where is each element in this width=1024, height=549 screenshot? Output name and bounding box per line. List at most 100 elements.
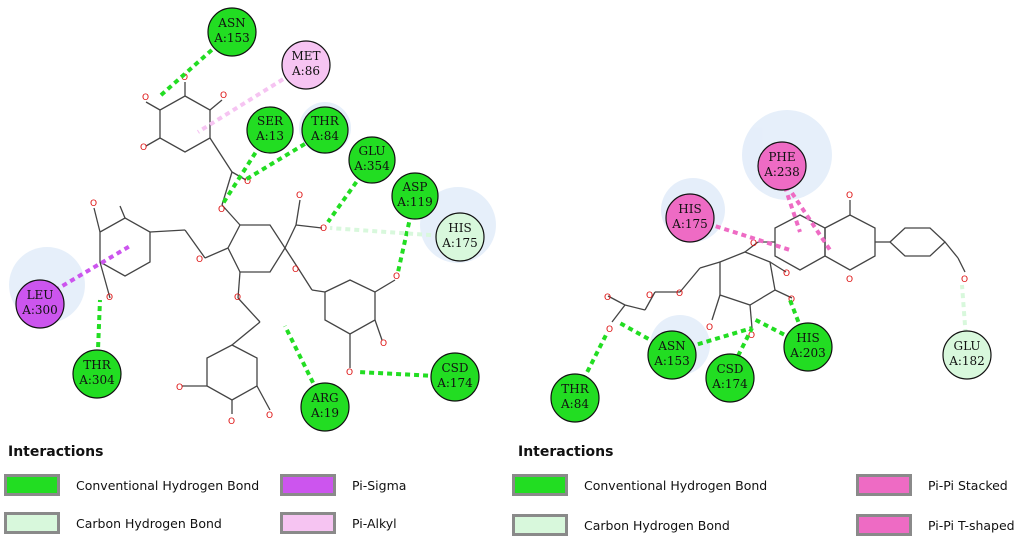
svg-text:O: O bbox=[176, 383, 183, 393]
svg-text:O: O bbox=[676, 289, 683, 299]
legend-swatch bbox=[4, 474, 60, 496]
legend-item-carbon-hbond: Carbon Hydrogen Bond bbox=[4, 508, 222, 538]
legend-item-pi-alkyl: Pi-Alkyl bbox=[280, 508, 397, 538]
svg-text:O: O bbox=[266, 411, 273, 421]
legend-swatch bbox=[512, 514, 568, 536]
residue-circle bbox=[72, 349, 122, 399]
right-residue-his-203: HIS A:203 bbox=[783, 322, 833, 372]
residue-chain: A:119 bbox=[396, 195, 433, 209]
left-residue-leu-300: LEU A:300 bbox=[15, 279, 65, 329]
residue-chain: A:19 bbox=[310, 406, 339, 420]
legend-label: Carbon Hydrogen Bond bbox=[76, 515, 222, 531]
svg-text:O: O bbox=[196, 255, 203, 265]
svg-text:O: O bbox=[142, 93, 149, 103]
svg-text:O: O bbox=[218, 205, 225, 215]
residue-chain: A:174 bbox=[711, 377, 748, 391]
residue-name: ASN bbox=[657, 339, 685, 353]
left-residue-ser-13: SER A:13 bbox=[246, 106, 294, 154]
residue-circle bbox=[430, 352, 480, 402]
residue-chain: A:238 bbox=[763, 165, 800, 179]
svg-text:O: O bbox=[220, 91, 227, 101]
svg-text:O: O bbox=[646, 291, 653, 301]
residue-name: HIS bbox=[678, 202, 701, 216]
residue-name: SER bbox=[257, 114, 284, 128]
svg-text:O: O bbox=[706, 323, 713, 333]
svg-text:O: O bbox=[961, 275, 968, 285]
residue-name: THR bbox=[311, 114, 339, 128]
svg-text:O: O bbox=[606, 325, 613, 335]
legend-label: Carbon Hydrogen Bond bbox=[584, 517, 730, 533]
residue-circle bbox=[435, 212, 485, 262]
residue-chain: A:175 bbox=[671, 217, 708, 231]
left-ligand-oxygens: O O O O O O O O O O O O O O O O O O O bbox=[90, 73, 400, 427]
svg-text:O: O bbox=[228, 417, 235, 427]
legend-item-pi-pi-stacked: Pi-Pi Stacked bbox=[856, 470, 1008, 500]
residue-chain: A:203 bbox=[789, 346, 826, 360]
legend-swatch bbox=[512, 474, 568, 496]
legend-swatch bbox=[856, 514, 912, 536]
residue-chain: A:84 bbox=[310, 129, 339, 143]
svg-text:O: O bbox=[320, 224, 327, 234]
residue-circle bbox=[281, 40, 331, 90]
residue-chain: A:354 bbox=[353, 159, 390, 173]
residue-chain: A:304 bbox=[78, 373, 115, 387]
residue-circle bbox=[550, 373, 600, 423]
left-residue-glu-354: GLU A:354 bbox=[348, 136, 396, 184]
legend-swatch bbox=[280, 474, 336, 496]
residue-name: GLU bbox=[953, 339, 980, 353]
residue-name: HIS bbox=[796, 331, 819, 345]
right-residue-his-175: HIS A:175 bbox=[665, 193, 715, 243]
right-residue-phe-238: PHE A:238 bbox=[757, 141, 807, 191]
svg-text:O: O bbox=[296, 191, 303, 201]
residue-chain: A:300 bbox=[21, 303, 58, 317]
residue-chain: A:153 bbox=[653, 354, 690, 368]
residue-name: THR bbox=[561, 382, 589, 396]
residue-chain: A:153 bbox=[213, 31, 250, 45]
left-interactions bbox=[45, 30, 459, 408]
residue-chain: A:182 bbox=[948, 354, 985, 368]
residue-circle bbox=[300, 382, 350, 432]
residue-name: ARG bbox=[310, 391, 338, 405]
legend-label: Pi-Alkyl bbox=[352, 515, 397, 531]
residue-circle bbox=[705, 353, 755, 403]
svg-text:O: O bbox=[604, 293, 611, 303]
legend-label: Pi-Pi T-shaped bbox=[928, 517, 1015, 533]
svg-text:O: O bbox=[140, 143, 147, 153]
right-ligand bbox=[607, 200, 966, 329]
residue-chain: A:13 bbox=[255, 129, 284, 143]
svg-text:O: O bbox=[783, 269, 790, 279]
residue-name: THR bbox=[83, 358, 111, 372]
svg-text:O: O bbox=[346, 368, 353, 378]
svg-text:O: O bbox=[393, 272, 400, 282]
left-residue-arg-19: ARG A:19 bbox=[300, 382, 350, 432]
legend-item-pi-sigma: Pi-Sigma bbox=[280, 470, 406, 500]
residue-circle bbox=[348, 136, 396, 184]
residue-circle bbox=[665, 193, 715, 243]
left-residue-thr-304: THR A:304 bbox=[72, 349, 122, 399]
svg-text:O: O bbox=[292, 265, 299, 275]
right-interactions bbox=[573, 176, 969, 397]
svg-text:O: O bbox=[748, 331, 755, 341]
svg-text:O: O bbox=[90, 199, 97, 209]
legend-title: Interactions bbox=[8, 444, 104, 460]
legend-item-carbon-hbond: Carbon Hydrogen Bond bbox=[512, 510, 730, 540]
right-residue-glu-182: GLU A:182 bbox=[942, 330, 992, 380]
left-residue-thr-84: THR A:84 bbox=[301, 106, 349, 154]
residue-circle bbox=[783, 322, 833, 372]
residue-chain: A:86 bbox=[291, 64, 320, 78]
left-residue-csd-174: CSD A:174 bbox=[430, 352, 480, 402]
legend-swatch bbox=[856, 474, 912, 496]
legend-title: Interactions bbox=[518, 444, 614, 460]
legend-label: Conventional Hydrogen Bond bbox=[584, 477, 768, 493]
residue-name: ASN bbox=[217, 16, 245, 30]
svg-text:O: O bbox=[380, 339, 387, 349]
residue-circle bbox=[942, 330, 992, 380]
svg-text:O: O bbox=[181, 73, 188, 83]
left-ligand bbox=[93, 82, 396, 414]
svg-text:O: O bbox=[234, 293, 241, 303]
residue-chain: A:84 bbox=[560, 397, 589, 411]
legend-item-conventional-hbond: Conventional Hydrogen Bond bbox=[4, 470, 259, 500]
legend-item-pi-pi-t-shaped: Pi-Pi T-shaped bbox=[856, 510, 1015, 540]
legend-item-conventional-hbond: Conventional Hydrogen Bond bbox=[512, 470, 767, 500]
